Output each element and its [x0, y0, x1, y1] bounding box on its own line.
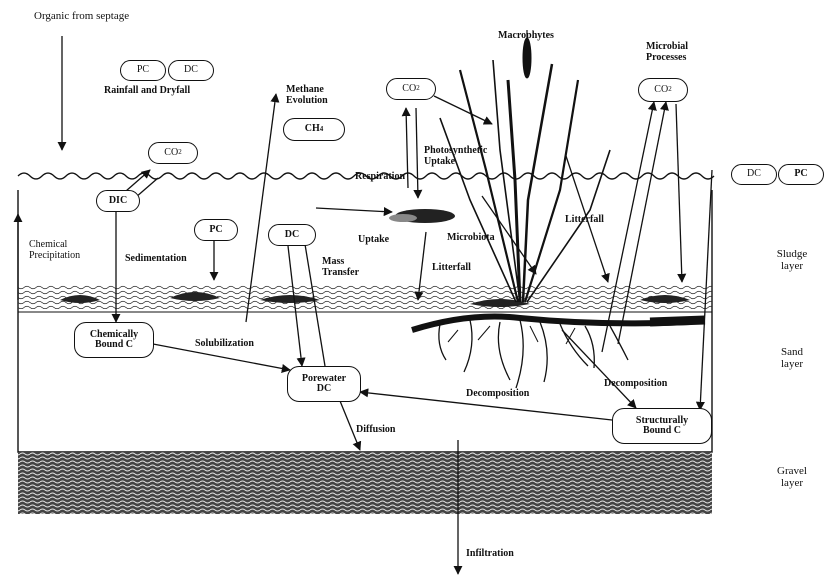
legend-dc-node: DC — [731, 164, 777, 185]
microbiota-label: Microbiota — [447, 233, 495, 244]
litterfall-center-label: Litterfall — [432, 263, 471, 274]
microbial-processes-label: Microbial Processes — [646, 42, 688, 63]
gravel-layer-band — [18, 452, 712, 514]
porewater-dc-node: Porewater DC — [287, 366, 361, 402]
arrow-diffusion — [338, 396, 360, 450]
arrow-decomp-to-co2-1 — [602, 102, 654, 352]
uptake-label: Uptake — [358, 235, 389, 246]
infiltration-label: Infiltration — [466, 549, 514, 560]
diffusion-label: Diffusion — [356, 425, 395, 436]
macrophytes-label: Macrophytes — [498, 31, 554, 42]
photosynthetic-uptake-label: Photosynthetic Uptake — [424, 146, 487, 167]
arrow-respiration-up — [406, 108, 408, 188]
mass-transfer-label: Mass Transfer — [322, 257, 359, 278]
chemical-precipitation-label: Chemical Precipitation — [29, 240, 80, 261]
sand-layer-label: Sand layer — [764, 347, 820, 370]
structurally-bound-c-node: Structurally Bound C — [612, 408, 712, 444]
rainfall-dc-node: DC — [168, 60, 214, 81]
legend-pc-node: PC — [778, 164, 824, 185]
arrow-roots-to-structural — [562, 330, 636, 408]
dic-node: DIC — [96, 190, 140, 212]
sludge-layer-label: Sludge layer — [764, 249, 820, 272]
litterfall-right-label: Litterfall — [565, 215, 604, 226]
arrow-co2-to-macrophytes — [434, 96, 492, 124]
solubilization-label: Solubilization — [195, 339, 254, 350]
rainfall-and-dryfall-label: Rainfall and Dryfall — [104, 86, 190, 97]
methane-evolution-label: Methane Evolution — [286, 85, 328, 106]
organic-from-septage-label: Organic from septage — [34, 11, 129, 23]
chemically-bound-c-node: Chemically Bound C — [74, 322, 154, 358]
decomposition-center-label: Decomposition — [466, 389, 529, 400]
arrow-dc-to-microbiota — [316, 208, 392, 212]
arrow-photosynthetic-down — [416, 108, 418, 198]
pc-node-water: PC — [194, 219, 238, 241]
arrow-co2-to-structural — [676, 104, 682, 282]
microbiota-blob — [389, 209, 455, 223]
sludge-band — [18, 285, 712, 309]
decomposition-right-label: Decomposition — [604, 379, 667, 390]
rainfall-pc-node: PC — [120, 60, 166, 81]
respiration-label: Respiration — [355, 172, 405, 183]
gravel-layer-label: Gravel layer — [764, 466, 820, 489]
sedimentation-label: Sedimentation — [125, 254, 187, 265]
dc-node-water: DC — [268, 224, 316, 246]
